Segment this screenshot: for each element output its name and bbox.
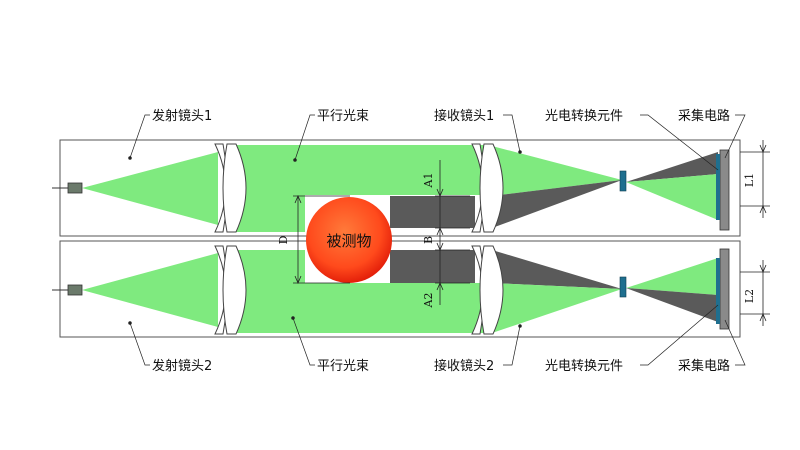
- bottom-leader-lines: [128, 304, 746, 366]
- top-parallel-beam-lower: [235, 195, 305, 232]
- dimension-l2: [740, 260, 770, 326]
- top-parallel-beam: [235, 145, 485, 195]
- photoelectric-element-top-label: 光电转换元件: [545, 109, 623, 124]
- measured-object: [306, 197, 392, 283]
- top-emitter-lens-icon: [214, 143, 247, 233]
- bottom-emitter-lens-icon: [214, 245, 247, 335]
- top-leader-lines: [128, 114, 746, 171]
- top-after-focus-shadow: [626, 152, 718, 182]
- acquisition-circuit-top-label: 采集电路: [678, 108, 730, 124]
- top-shadow-rect: [390, 196, 475, 228]
- bottom-photoelectric-element-icon: [619, 276, 627, 298]
- dimension-d: [293, 194, 350, 285]
- bottom-emitter-cone: [82, 253, 218, 327]
- top-emitter-cone: [82, 152, 218, 225]
- top-receiver-lens-icon: [471, 143, 504, 233]
- receiver-lens-1-label: 接收镜头1: [434, 108, 494, 124]
- photoelectric-element-bottom-label: 光电转换元件: [545, 359, 623, 374]
- bottom-after-focus-green: [626, 258, 718, 295]
- bottom-receiver-lens-icon: [471, 245, 504, 335]
- top-after-focus-green: [626, 174, 718, 220]
- emitter-lens-1-label: 发射镜头1: [152, 108, 212, 124]
- parallel-beam-top-label: 平行光束: [317, 109, 369, 124]
- acquisition-circuit-bottom-label: 采集电路: [678, 358, 730, 374]
- bottom-acquisition-circuit-icon: [716, 248, 730, 330]
- top-light-source-icon: [52, 182, 83, 194]
- bottom-housing: [59, 240, 741, 338]
- dimension-l2-label: L2: [743, 289, 756, 303]
- top-photoelectric-element-icon: [619, 170, 627, 192]
- top-acquisition-circuit-icon: [716, 149, 730, 231]
- bottom-receiver-cone-shadow: [492, 250, 622, 289]
- bottom-after-focus-shadow: [626, 288, 718, 322]
- bottom-parallel-beam-upper: [235, 250, 305, 283]
- bottom-light-source-icon: [52, 284, 83, 296]
- dimension-l1: [740, 140, 770, 218]
- dimension-d-label: D: [277, 235, 290, 244]
- bottom-parallel-beam: [235, 283, 485, 333]
- top-receiver-cone-shadow: [492, 180, 622, 228]
- bottom-receiver-cone-green: [492, 283, 622, 333]
- bottom-shadow-rect: [390, 250, 475, 283]
- dimension-a2-label: A2: [422, 293, 435, 309]
- dimension-b-label: B: [422, 236, 435, 244]
- dimension-a-b: [435, 160, 470, 305]
- emitter-lens-2-label: 发射镜头2: [152, 358, 212, 374]
- dimension-l1-label: L1: [743, 173, 756, 187]
- top-receiver-cone-green: [492, 146, 622, 196]
- parallel-beam-bottom-label: 平行光束: [317, 359, 369, 374]
- dimension-a1-label: A1: [422, 173, 435, 189]
- measured-object-label: 被测物: [326, 232, 371, 250]
- receiver-lens-2-label: 接收镜头2: [434, 358, 494, 374]
